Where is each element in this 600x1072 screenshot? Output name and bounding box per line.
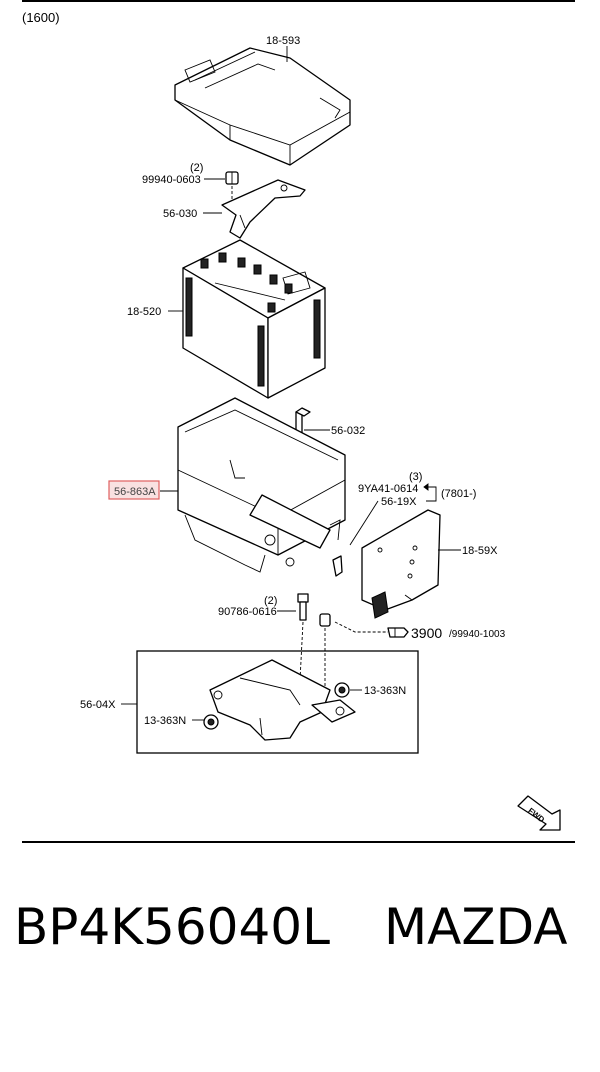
group-code: (1600) <box>22 10 60 25</box>
bracket-9ya41 <box>426 486 437 502</box>
label-9ya41-0614: 9YA41-0614 <box>358 483 418 495</box>
qty-90786-0616: (2) <box>264 595 277 607</box>
bolt-90786-0616[interactable] <box>297 593 309 621</box>
nut-13-363n-left[interactable] <box>203 714 219 730</box>
nut-13-363n-right[interactable] <box>334 682 350 698</box>
nut-3900[interactable] <box>319 613 331 627</box>
label-18-520: 18-520 <box>127 306 161 318</box>
label-7801: (7801-) <box>441 488 476 500</box>
hand-pointer-icon <box>387 627 409 638</box>
battery-cover-part[interactable] <box>174 47 351 166</box>
frame-box-56-04x <box>136 650 419 754</box>
part-number: BP4K56040L <box>14 898 330 956</box>
parts-diagram: (1600) 18-593 (2) 99940-0603 56-030 <box>22 0 575 843</box>
leader-5619x <box>349 500 379 546</box>
brand-name: MAZDA <box>384 898 568 956</box>
bracket-18-59x-part[interactable] <box>361 509 441 619</box>
label-56-030: 56-030 <box>163 208 197 220</box>
label-56-04x: 56-04X <box>80 699 116 711</box>
clip-56-19x[interactable] <box>332 555 343 577</box>
caption: BP4K56040L MAZDA <box>0 898 600 978</box>
label-56-032: 56-032 <box>331 425 365 437</box>
label-3900[interactable]: 3900 <box>411 625 442 641</box>
label-3900-ref: /99940-1003 <box>449 629 506 640</box>
label-18-59x: 18-59X <box>462 545 498 557</box>
highlight-box-56-863a <box>108 480 160 500</box>
label-56-19x: 56-19X <box>381 496 417 508</box>
dash-3900-ref <box>334 621 388 633</box>
battery-bracket-56-04x-part[interactable] <box>209 659 356 741</box>
fwd-arrow-icon: FWD <box>517 795 561 831</box>
label-18-593: 18-593 <box>266 35 300 47</box>
label-13-363n-left: 13-363N <box>144 715 186 727</box>
nut-99940-0603[interactable] <box>225 171 239 185</box>
battery-clamp-part[interactable] <box>221 179 306 239</box>
label-56-863a[interactable]: 56-863A <box>114 486 156 498</box>
arrow-9ya41 <box>423 483 429 491</box>
battery-tray-part[interactable] <box>177 397 346 573</box>
qty-99940-0603: (2) <box>190 162 203 174</box>
label-90786-0616: 90786-0616 <box>218 606 277 618</box>
label-13-363n-right: 13-363N <box>364 685 406 697</box>
qty-9ya41-0614: (3) <box>409 471 422 483</box>
label-99940-0603: 99940-0603 <box>142 174 201 186</box>
battery-part[interactable] <box>182 239 326 399</box>
